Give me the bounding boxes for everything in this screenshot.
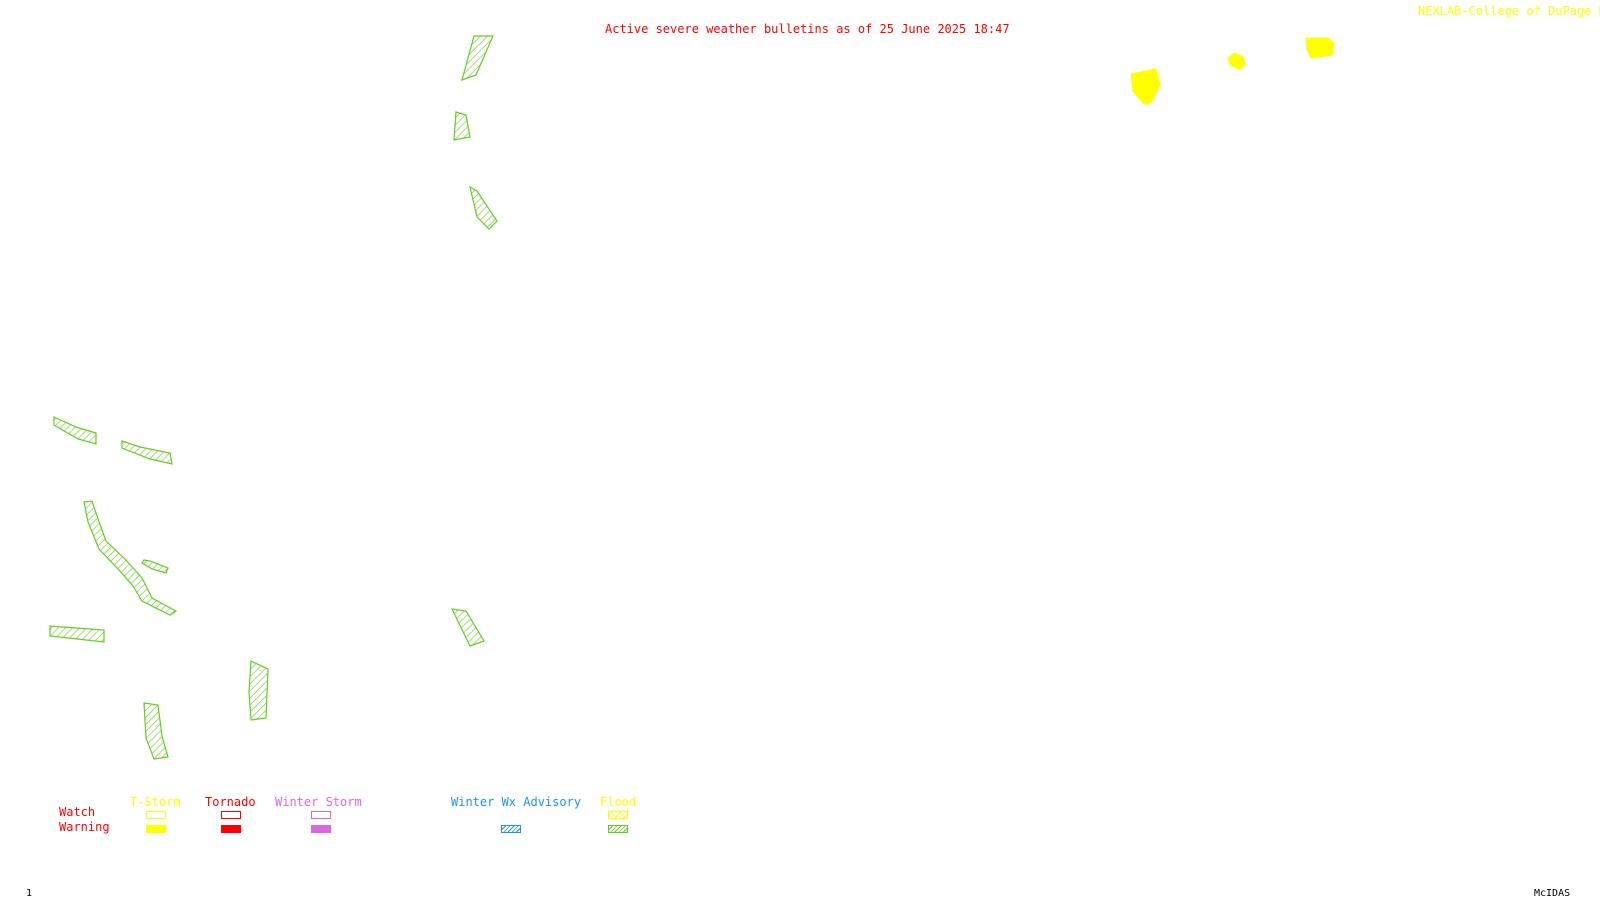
- legend-label-winter-advisory: Winter Wx Advisory: [451, 795, 582, 809]
- flood-warning-area: [469, 185, 498, 230]
- legend-swatch-tstorm-watch: [146, 811, 166, 819]
- flood-warning-area: [453, 111, 471, 141]
- flood-warning-area: [248, 660, 269, 721]
- source-credit: NEXLAB-College of DuPage R: [1418, 4, 1600, 18]
- legend-swatch-winter-advisory-warning: [501, 825, 521, 833]
- legend-swatch-winter-storm-warning: [311, 825, 331, 833]
- legend-label-flood: Flood: [600, 795, 637, 809]
- legend-label-tstorm: T-Storm: [130, 795, 181, 809]
- legend-swatch-tornado-warning: [221, 825, 241, 833]
- legend-label-winter-storm: Winter Storm: [275, 795, 362, 809]
- flood-warning-area: [141, 559, 169, 574]
- tstorm-warning-areas: [1130, 37, 1335, 105]
- legend-swatch-tornado-watch: [221, 811, 241, 819]
- frame-number: 1: [26, 888, 33, 899]
- legend-swatch-tstorm-warning: [146, 825, 166, 833]
- flood-warning-area: [450, 608, 485, 647]
- flood-warning-area: [49, 625, 105, 643]
- legend-swatch-flood-watch: [608, 811, 628, 819]
- tstorm-warning-area: [1305, 37, 1335, 59]
- tstorm-warning-area: [1227, 52, 1246, 70]
- legend-swatch-flood-warning: [608, 825, 628, 833]
- software-label: McIDAS: [1534, 888, 1571, 899]
- legend-row-label-watch: Watch: [59, 805, 96, 819]
- flood-warning-area: [121, 440, 173, 465]
- flood-warning-area: [143, 702, 169, 760]
- legend-swatch-winter-storm-watch: [311, 811, 331, 819]
- flood-warning-areas: [49, 35, 498, 760]
- flood-warning-area: [53, 416, 97, 445]
- flood-warning-area: [83, 500, 178, 616]
- tstorm-warning-area: [1130, 68, 1161, 105]
- bulletin-title: Active severe weather bulletins as of 25…: [605, 22, 1010, 36]
- legend-label-tornado: Tornado: [205, 795, 256, 809]
- flood-warning-area: [461, 35, 494, 81]
- legend-row-label-warning: Warning: [59, 820, 110, 834]
